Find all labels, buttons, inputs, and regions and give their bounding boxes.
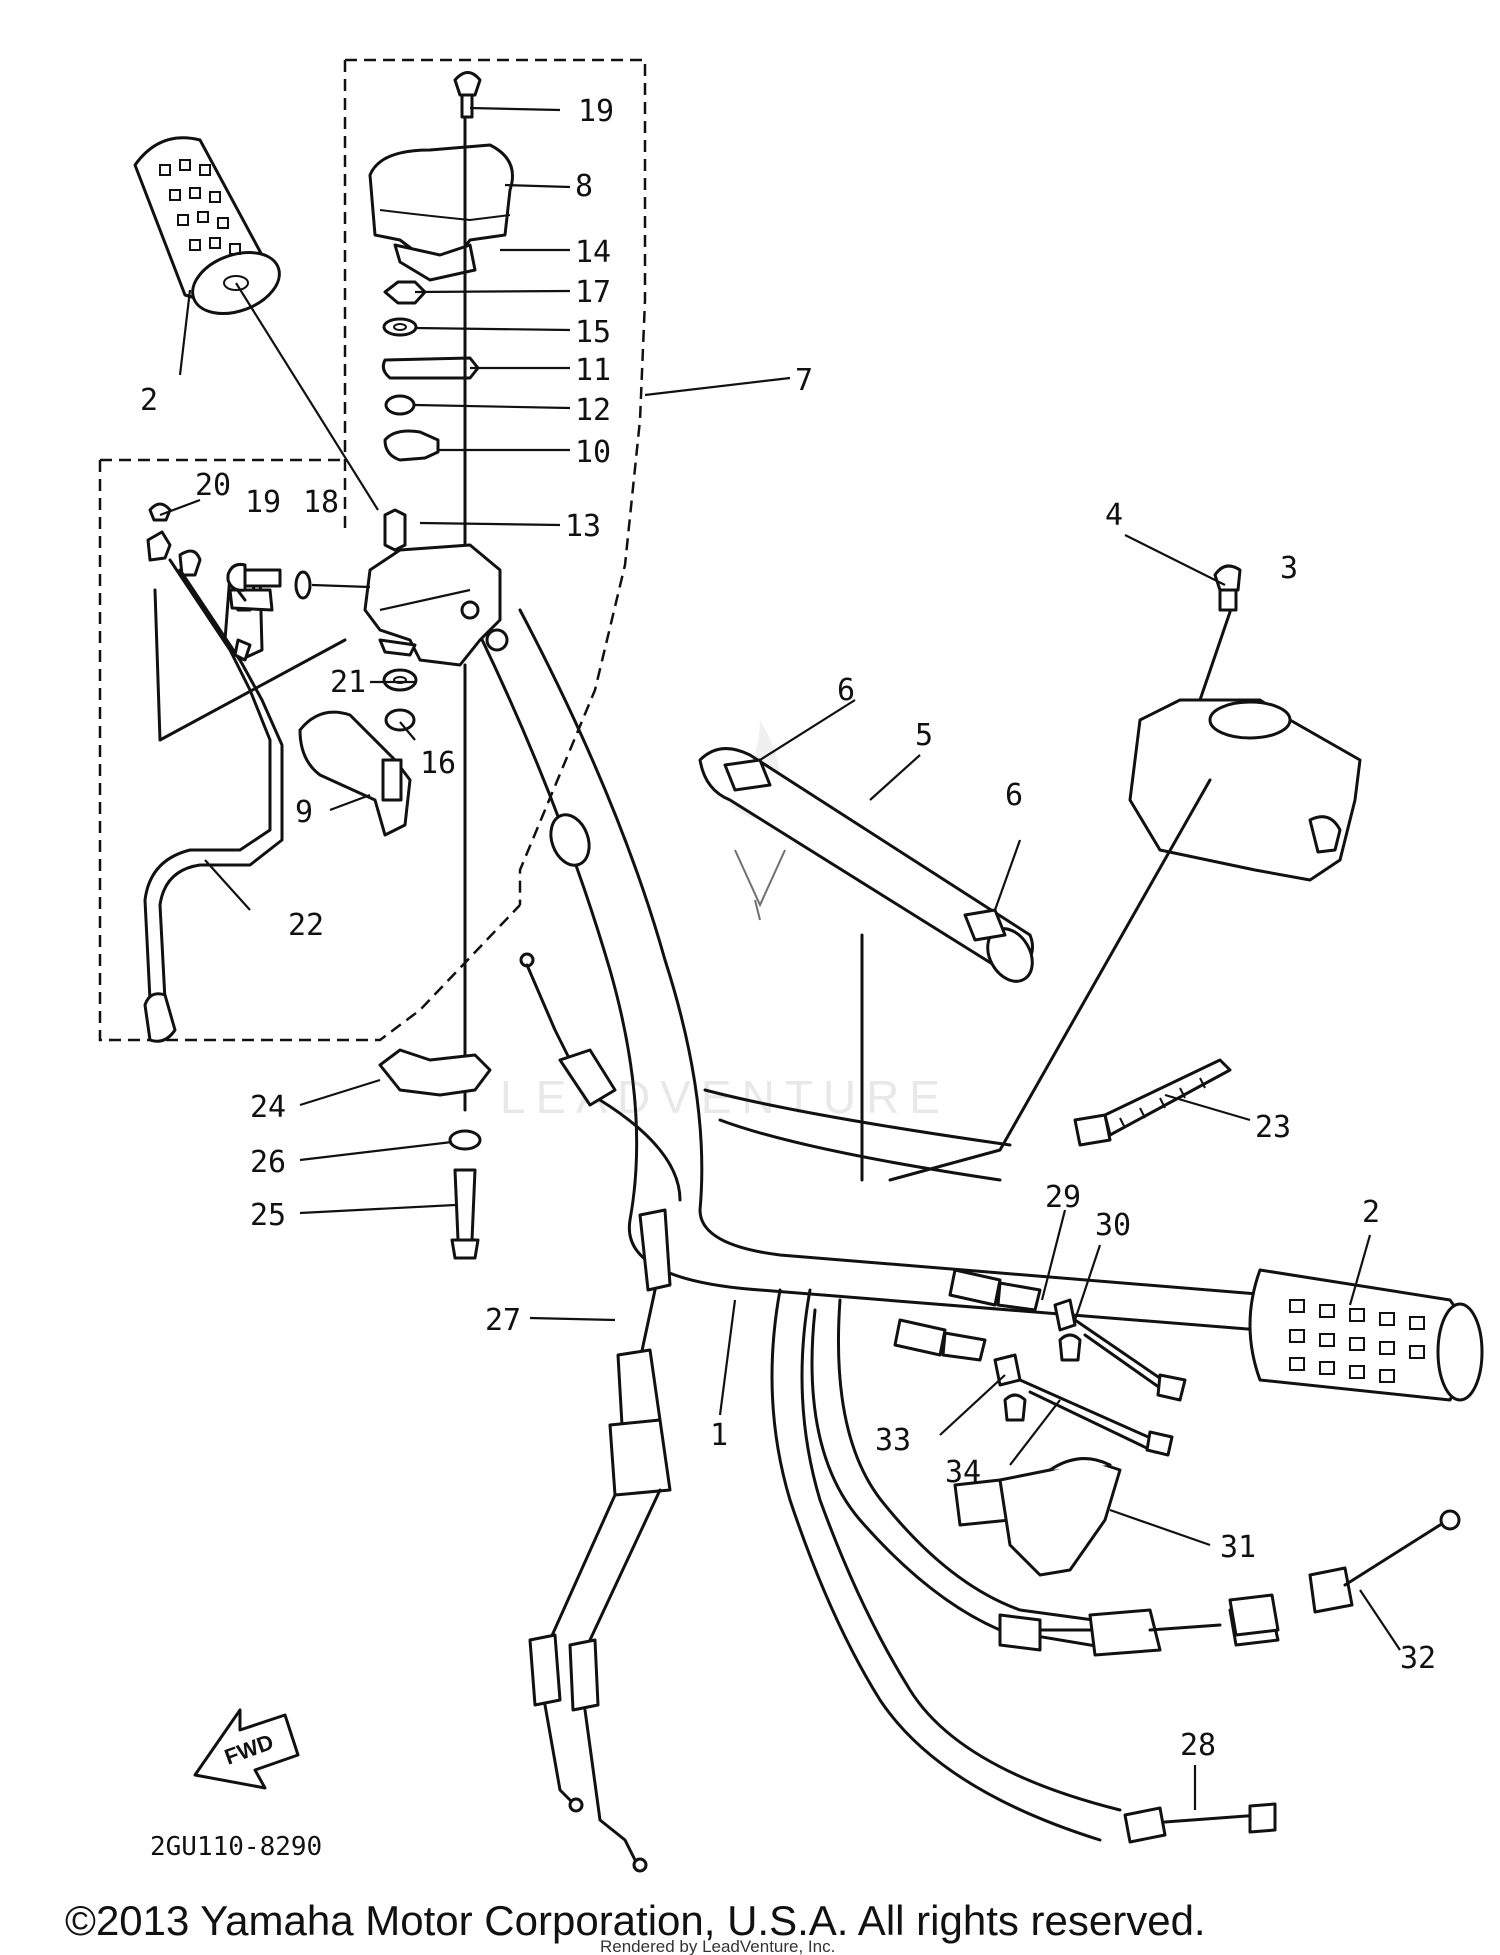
callout-11: 11 bbox=[575, 353, 611, 388]
callout-18: 18 bbox=[303, 485, 339, 520]
callout-4: 4 bbox=[1105, 498, 1123, 533]
right-grip bbox=[1248, 1268, 1484, 1402]
fwd-arrow: FWD bbox=[193, 1708, 300, 1790]
callout-22: 22 bbox=[288, 908, 324, 943]
tie-strap bbox=[1073, 1058, 1232, 1147]
stop-switch bbox=[953, 1457, 1122, 1577]
callout-15: 15 bbox=[575, 315, 611, 350]
brake-adjusters bbox=[893, 1268, 1187, 1457]
bolt-and-washer bbox=[226, 563, 371, 600]
callout-26: 26 bbox=[250, 1145, 286, 1180]
assembly-boxes bbox=[98, 58, 647, 1042]
callout-1: 1 bbox=[710, 1418, 728, 1453]
callout-19-top: 19 bbox=[578, 94, 614, 129]
callout-24: 24 bbox=[250, 1090, 286, 1125]
rendered-by: Rendered by LeadVenture, Inc. bbox=[600, 1937, 835, 1955]
callout-labels: 19 8 14 17 15 11 12 10 13 7 2 20 19 18 2… bbox=[140, 94, 1436, 1763]
left-grip bbox=[133, 136, 379, 511]
callout-19-left: 19 bbox=[245, 485, 281, 520]
stop-switch-cable bbox=[770, 1288, 1277, 1844]
callout-28: 28 bbox=[1180, 1728, 1216, 1763]
callout-17: 17 bbox=[575, 275, 611, 310]
callout-14: 14 bbox=[575, 235, 611, 270]
callout-32: 32 bbox=[1400, 1641, 1436, 1676]
callout-13: 13 bbox=[565, 509, 601, 544]
callout-33: 33 bbox=[875, 1423, 911, 1458]
callout-2-left: 2 bbox=[140, 383, 158, 418]
kill-switch-assembly bbox=[143, 502, 347, 1043]
callout-10: 10 bbox=[575, 435, 611, 470]
callout-25: 25 bbox=[250, 1198, 286, 1233]
callout-7: 7 bbox=[795, 363, 813, 398]
callout-12: 12 bbox=[575, 393, 611, 428]
grip-tube bbox=[698, 747, 1034, 1182]
lower-clamp bbox=[378, 1048, 492, 1260]
callout-23: 23 bbox=[1255, 1110, 1291, 1145]
callout-30: 30 bbox=[1095, 1208, 1131, 1243]
clutch-cable bbox=[1228, 1593, 1280, 1637]
throttle-housing bbox=[298, 543, 509, 1112]
callout-2-right: 2 bbox=[1362, 1195, 1380, 1230]
callout-21: 21 bbox=[330, 665, 366, 700]
watermark-text: LEADVENTURE bbox=[500, 1071, 950, 1123]
leader-lines bbox=[159, 106, 1401, 1810]
callout-27: 27 bbox=[485, 1303, 521, 1338]
diagram-code: 2GU110-8290 bbox=[150, 1832, 322, 1862]
callout-16: 16 bbox=[420, 746, 456, 781]
callout-31: 31 bbox=[1220, 1530, 1256, 1565]
callout-29: 29 bbox=[1045, 1180, 1081, 1215]
callout-6-right: 6 bbox=[1005, 778, 1023, 813]
callout-5: 5 bbox=[915, 718, 933, 753]
callout-20: 20 bbox=[195, 468, 231, 503]
right-switch-housing bbox=[888, 564, 1362, 1182]
throttle-cover-stack bbox=[368, 71, 514, 562]
copyright-notice: ©2013 Yamaha Motor Corporation, U.S.A. A… bbox=[65, 1897, 1206, 1944]
callout-6-left: 6 bbox=[837, 673, 855, 708]
callout-9: 9 bbox=[295, 795, 313, 830]
callout-8: 8 bbox=[575, 169, 593, 204]
callout-3: 3 bbox=[1280, 551, 1298, 586]
throttle-cable bbox=[519, 952, 682, 1873]
callout-34: 34 bbox=[945, 1455, 981, 1490]
